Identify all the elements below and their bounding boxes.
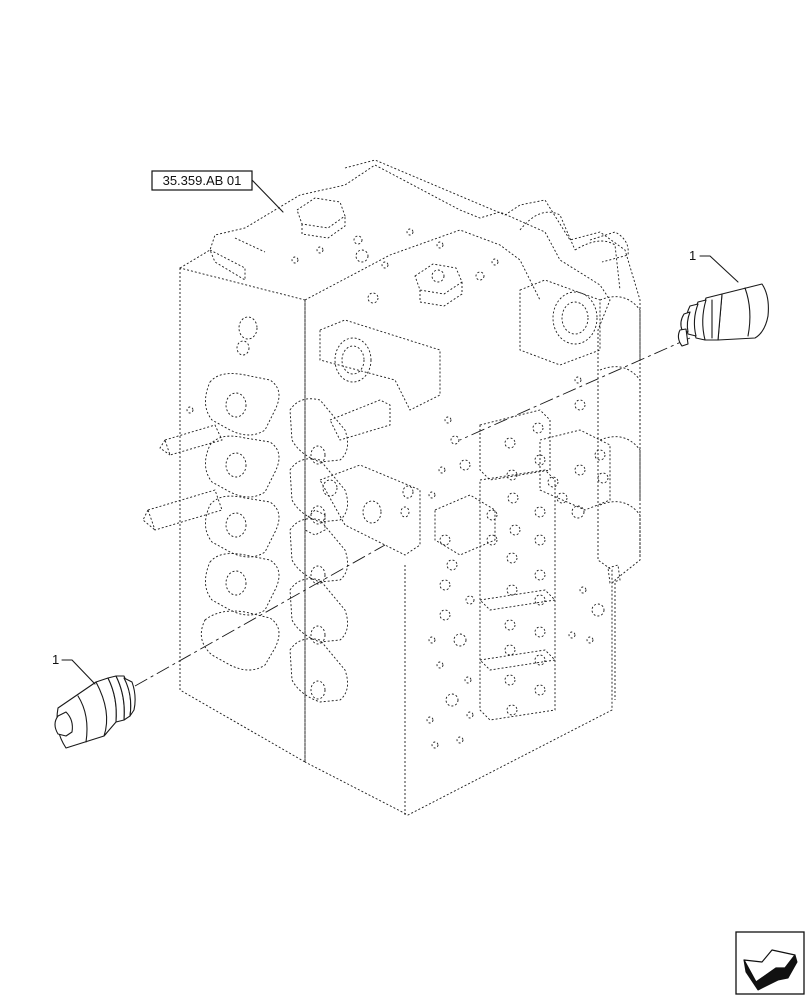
top-hex-nut-2 [414,263,463,307]
reference-leader-line [251,179,284,213]
top-ports [291,228,499,304]
back-cap [589,231,629,263]
switch-right-tip [677,328,689,347]
back-spool-ends [519,211,641,555]
valve-back-outline [344,159,641,700]
reference-label[interactable]: 35.359.AB 01 [151,170,284,213]
pressure-switch-left[interactable] [54,675,136,749]
right-face-valves [434,409,611,721]
callout-left-leader [61,659,96,685]
left-spool-rods [142,424,223,531]
front-large-ports [236,279,601,411]
left-spool-caps [200,373,280,671]
callout-left-number: 1 [52,652,59,667]
callout-left[interactable]: 1 [52,652,96,685]
switch-left-tip [54,711,73,737]
callout-right-leader [699,255,739,283]
pressure-switch-right[interactable] [677,283,769,347]
control-valve-block [142,159,641,816]
axis-line-left [134,544,386,687]
right-face-bolts [439,422,609,716]
block-left-face [179,267,306,763]
callout-right[interactable]: 1 [689,248,739,283]
reference-label-text: 35.359.AB 01 [163,173,242,188]
callout-right-number: 1 [689,248,696,263]
axis-line-right [459,337,691,441]
top-hex-nut-1 [296,197,346,239]
right-side-fitting [607,564,621,584]
switch-right-body [717,283,769,341]
central-bracket [319,399,421,556]
switch-left-flat [77,695,88,743]
block-outline [179,164,613,816]
next-page-arrow-icon[interactable] [735,931,805,995]
switch-right-flat [744,287,751,337]
top-left-notch [209,237,266,281]
block-top-ridge [304,229,541,301]
front-face-holes [186,376,586,749]
middle-spool-caps [289,398,349,703]
